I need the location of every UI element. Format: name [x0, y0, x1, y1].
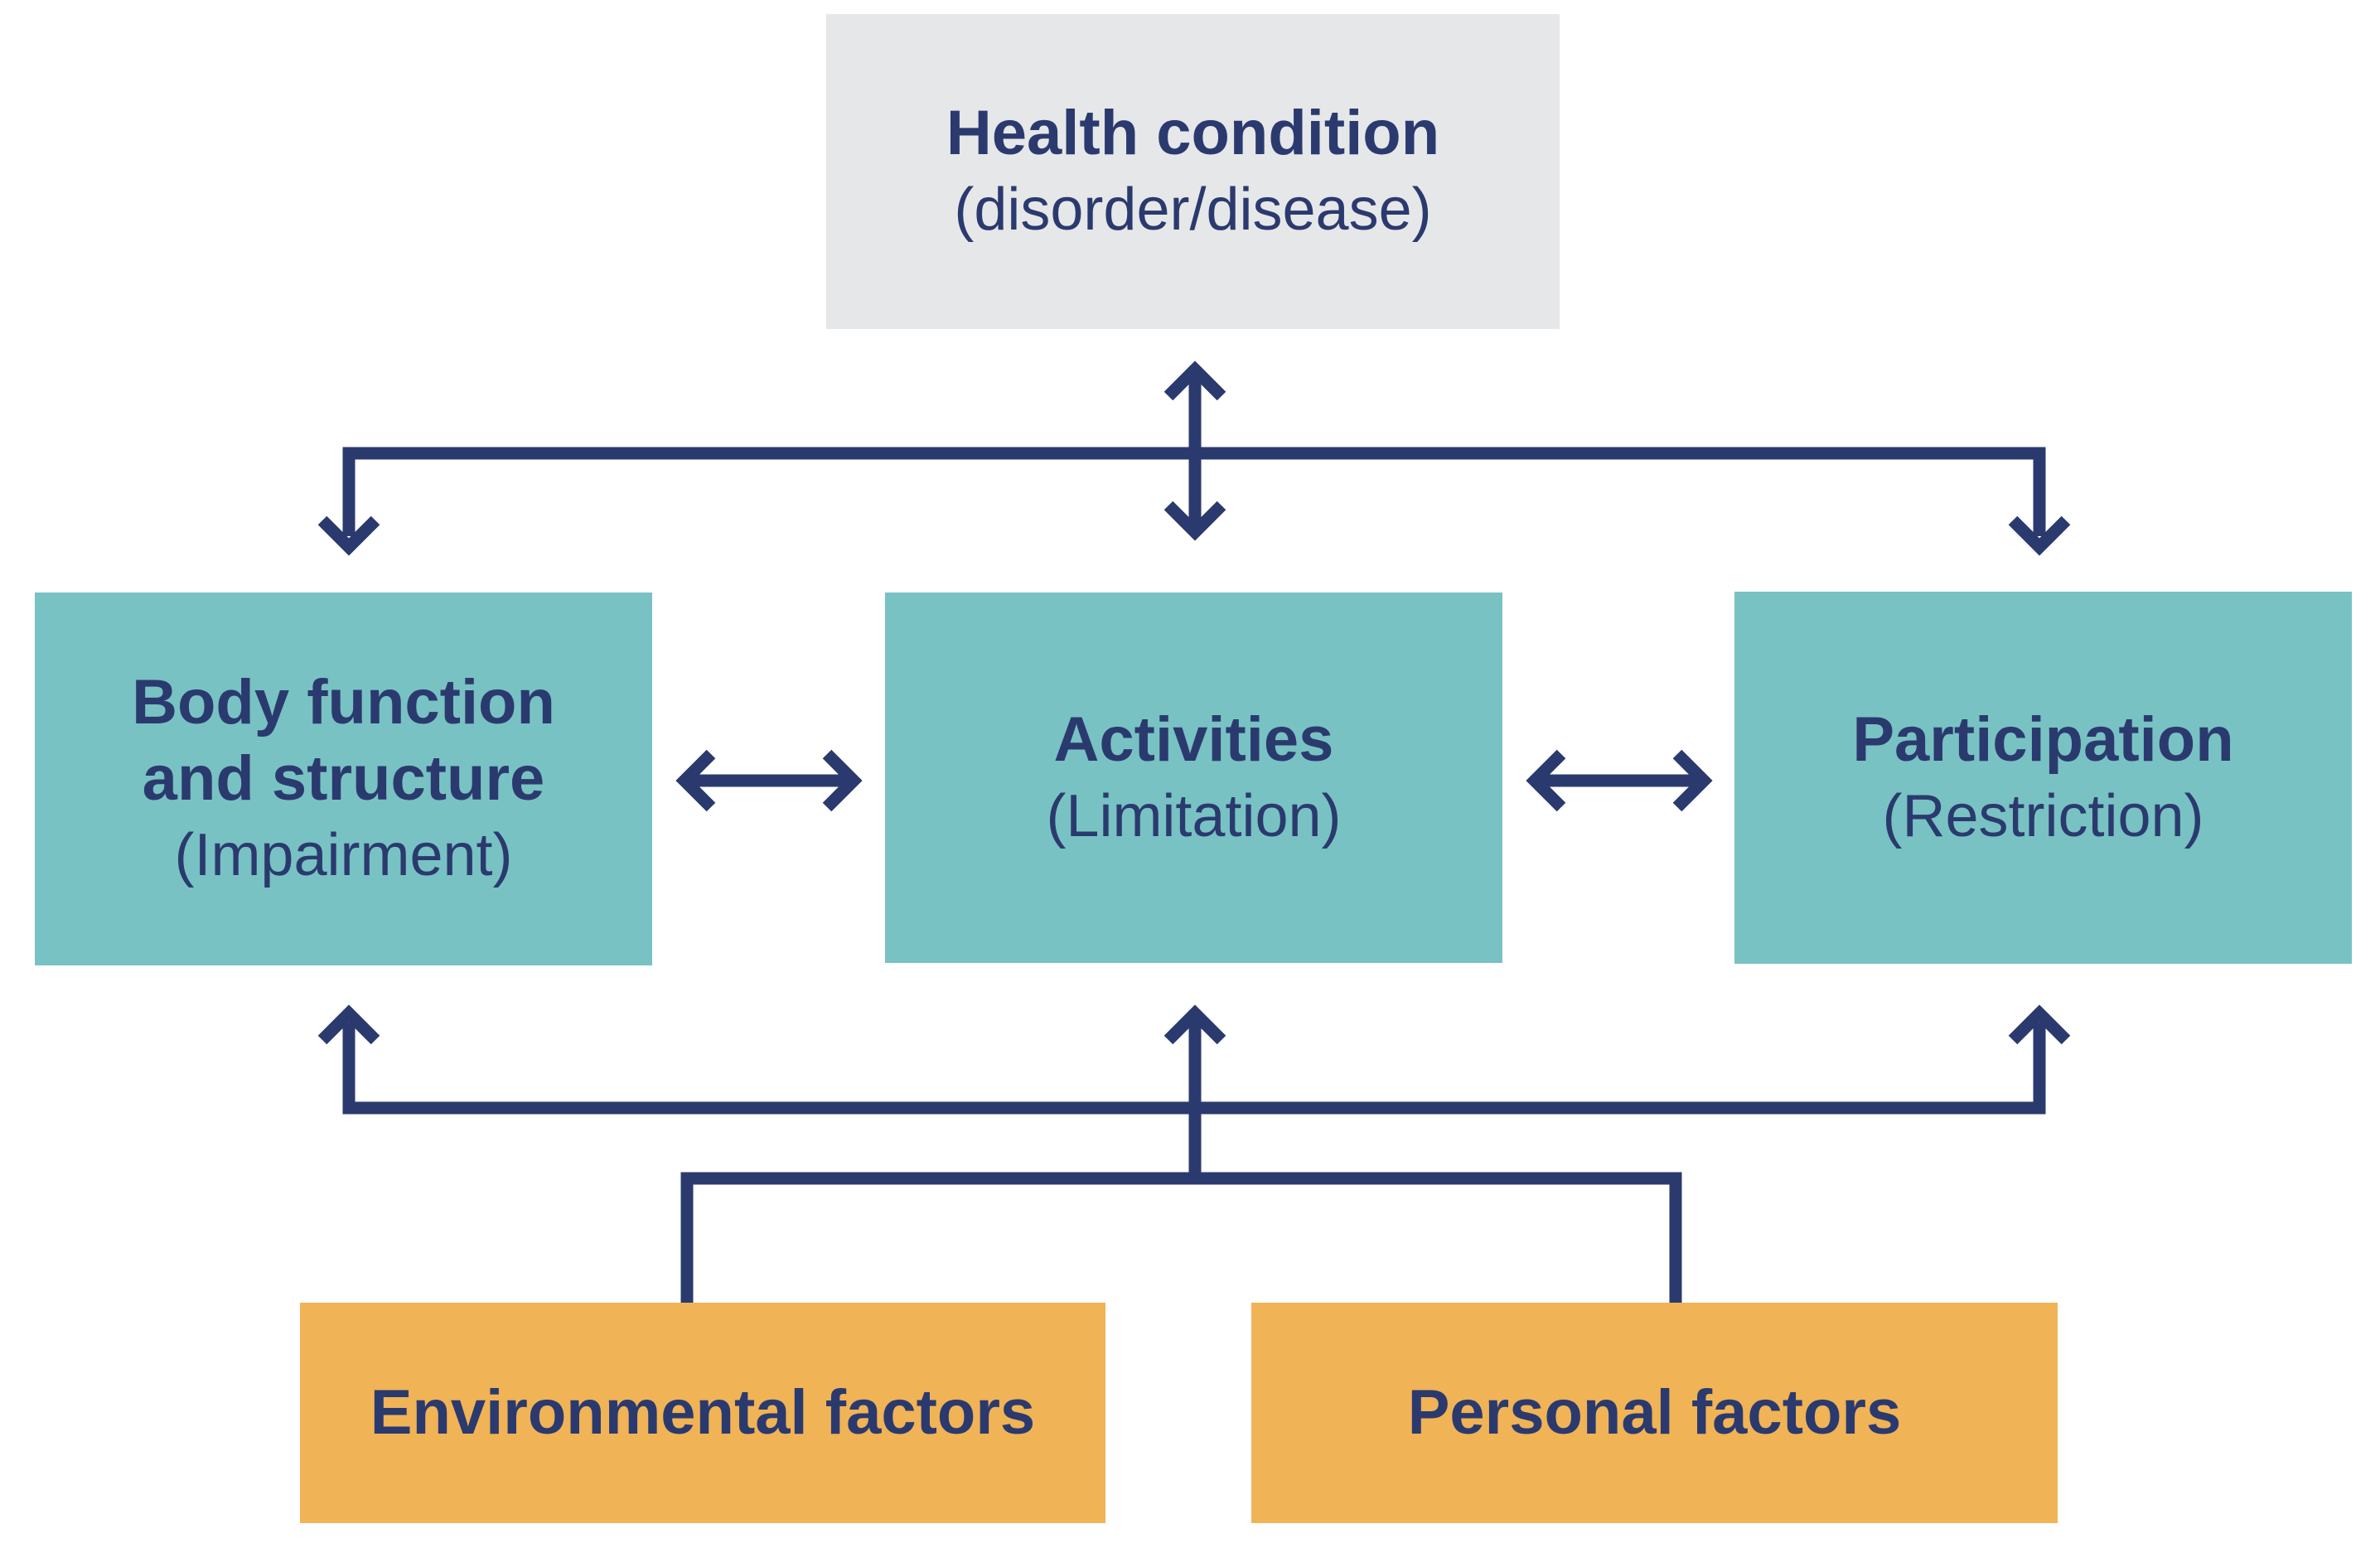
health-condition-box: Health condition (disorder/disease) — [826, 14, 1560, 329]
activities-box: Activities (Limitation) — [885, 593, 1502, 963]
personal-factors-box: Personal factors — [1251, 1303, 2058, 1523]
body-function-title-line2: and structure — [142, 743, 545, 814]
arrowhead-down-participation-icon — [2008, 515, 2071, 556]
personal-factors-title: Personal factors — [1407, 1377, 1902, 1448]
health-to-body-connector — [342, 447, 1195, 536]
activities-participation-left-arrowhead-icon — [1526, 749, 1566, 812]
environmental-factors-box: Environmental factors — [300, 1303, 1105, 1523]
participation-title: Participation — [1852, 704, 2234, 775]
arrowhead-up-body-icon — [317, 1004, 380, 1045]
activities-subtitle: (Limitation) — [1046, 782, 1342, 849]
arrowhead-up-participation-icon — [2008, 1004, 2071, 1045]
body-activities-right-arrowhead-icon — [822, 749, 863, 812]
body-activities-left-arrowhead-icon — [675, 749, 716, 812]
activities-participation-right-arrowhead-icon — [1672, 749, 1713, 812]
health-condition-title: Health condition — [946, 98, 1440, 168]
activities-title: Activities — [1053, 704, 1334, 775]
body-function-box: Body function and structure (Impairment) — [35, 593, 652, 965]
arrowhead-down-activities-top-icon — [1163, 501, 1226, 541]
environmental-factors-title: Environmental factors — [370, 1377, 1036, 1448]
health-condition-subtitle: (disorder/disease) — [954, 177, 1432, 243]
participation-box: Participation (Restriction) — [1734, 592, 2352, 964]
arrowhead-up-activities-icon — [1163, 1004, 1226, 1045]
arrowhead-down-body-icon — [317, 515, 380, 556]
body-function-title-line1: Body function — [132, 667, 555, 738]
arrow-group — [317, 360, 2071, 1303]
participation-subtitle: (Restriction) — [1882, 782, 2204, 849]
arrowhead-up-health-icon — [1163, 360, 1226, 401]
factors-connector — [680, 1172, 1682, 1303]
health-to-participation-connector — [1195, 447, 2046, 536]
body-function-subtitle: (Impairment) — [174, 822, 513, 888]
